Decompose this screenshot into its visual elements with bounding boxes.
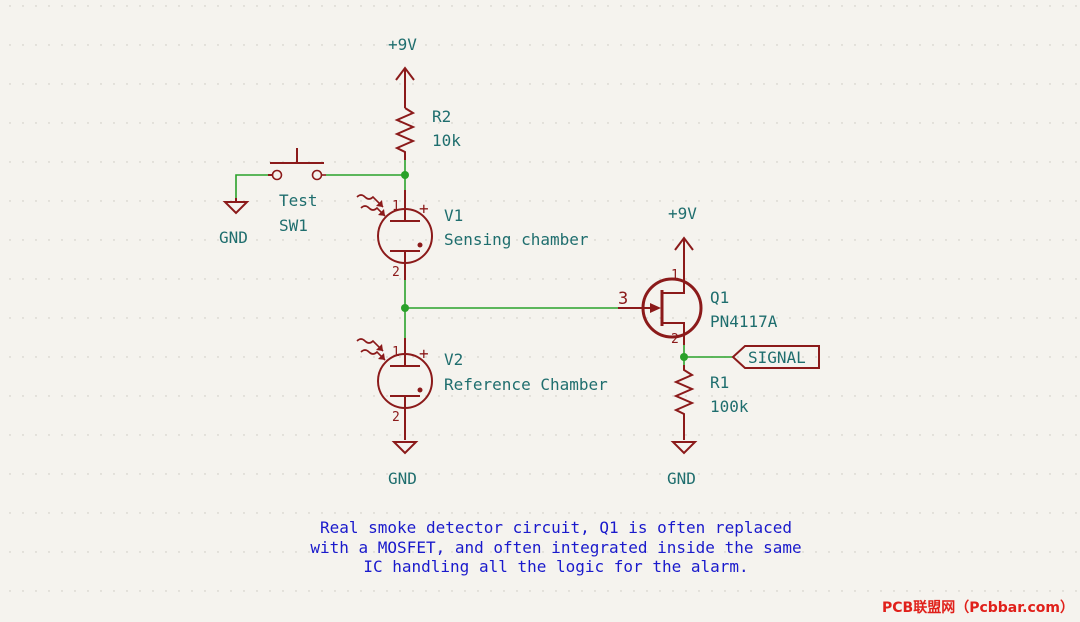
v1-plus: +: [419, 199, 429, 218]
q1-pin1: 1: [671, 268, 679, 283]
sw1-switch[interactable]: [268, 148, 326, 181]
v2-chamber[interactable]: [356, 338, 433, 455]
r2-power-label: +9V: [388, 35, 417, 54]
r2-zigzag: [394, 107, 416, 160]
v2-plus: +: [419, 344, 429, 363]
q1-power-arrow: [674, 236, 694, 251]
v2-pin2: 2: [392, 410, 400, 425]
v2-ref-label: V2: [444, 350, 463, 369]
r2-value-label: 10k: [432, 131, 461, 150]
v1-ref-label: V1: [444, 206, 463, 225]
v2-radiation-icon: [356, 338, 386, 361]
gnd-symbol-switch: [222, 198, 250, 215]
r2-power-arrow: [395, 66, 415, 81]
v1-value-label: Sensing chamber: [444, 230, 589, 249]
note-line-3: IC handling all the logic for the alarm.: [363, 557, 748, 576]
signal-label-shape[interactable]: [731, 345, 820, 369]
gnd-label-switch: GND: [219, 228, 248, 247]
q1-pin2: 2: [671, 332, 679, 347]
q1-gate-pin: 3: [618, 289, 628, 309]
r2-resistor[interactable]: [394, 66, 416, 160]
r2-ref-label: R2: [432, 107, 451, 126]
v2-gnd-symbol: [391, 441, 419, 455]
gnd-label-r1: GND: [667, 469, 696, 488]
sw1-name-label: Test: [279, 191, 318, 210]
wire-gnd-to-switch: [235, 174, 268, 198]
v1-pin1: 1: [392, 199, 400, 214]
junction-top: [401, 171, 409, 179]
r1-zigzag: [673, 365, 695, 440]
q1-power-label: +9V: [668, 204, 697, 223]
r1-gnd-symbol: [670, 441, 698, 455]
q1-jfet[interactable]: [618, 236, 703, 345]
r1-ref-label: R1: [710, 373, 729, 392]
q1-drain: [662, 285, 685, 294]
r1-resistor[interactable]: [670, 365, 698, 455]
sw1-ref-label: SW1: [279, 216, 308, 235]
q1-source: [662, 322, 685, 345]
q1-ref-label: Q1: [710, 288, 729, 307]
grid-dots: [9, 5, 1077, 592]
note-line-2: with a MOSFET, and often integrated insi…: [310, 538, 801, 557]
v2-dot: [417, 387, 423, 393]
v1-dot: [417, 242, 423, 248]
sw1-contact-right: [311, 169, 323, 181]
r1-value-label: 100k: [710, 397, 749, 416]
watermark: PCB联盟网（Pcbbar.com）: [882, 600, 1074, 616]
junction-q1-source: [680, 353, 688, 361]
q1-gate-arrow: [650, 303, 661, 313]
junction-mid: [401, 304, 409, 312]
q1-value-label: PN4117A: [710, 312, 778, 331]
wires: [235, 160, 733, 365]
gnd-label-v2: GND: [388, 469, 417, 488]
v2-value-label: Reference Chamber: [444, 375, 608, 394]
v1-chamber[interactable]: [356, 190, 433, 280]
v1-pin2: 2: [392, 265, 400, 280]
note-line-1: Real smoke detector circuit, Q1 is often…: [320, 518, 792, 537]
sw1-contact-left: [271, 169, 283, 181]
signal-label-text: SIGNAL: [748, 348, 806, 367]
v1-radiation-icon: [356, 194, 386, 217]
v2-pin1: 1: [392, 345, 400, 360]
